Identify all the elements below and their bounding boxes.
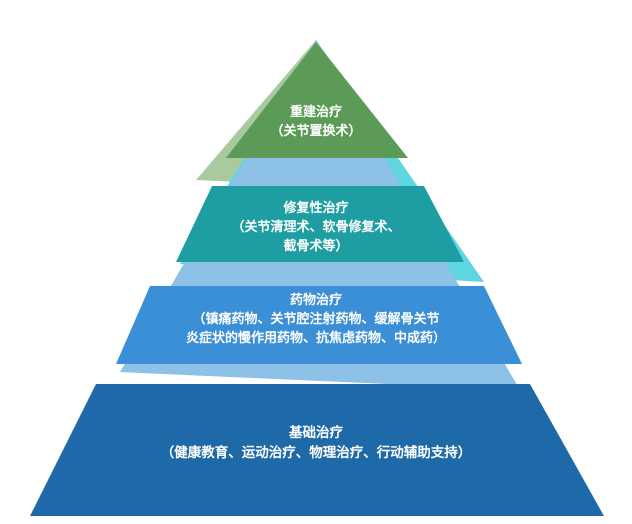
- tier-3-label: 药物治疗 （镇痛药物、关节腔注射药物、缓解骨关节 炎症状的慢作用药物、抗焦虑药物…: [108, 292, 524, 349]
- tier-3-title: 药物治疗: [289, 293, 342, 308]
- tier-2-shape: [176, 186, 464, 262]
- tier-4-detail: （健康教育、运动治疗、物理治疗、行动辅助支持）: [160, 444, 472, 461]
- tier-3-detail-line-2: 炎症状的慢作用药物、抗焦虑药物、中成药）: [185, 330, 446, 346]
- tier-1-title: 重建治疗: [289, 105, 342, 120]
- tier-1-label: 重建治疗 （关节置换术）: [216, 104, 416, 142]
- tier-4-label: 基础治疗 （健康教育、运动治疗、物理治疗、行动辅助支持）: [66, 424, 566, 463]
- tier-3-detail-line-1: （镇痛药物、关节腔注射药物、缓解骨关节: [192, 311, 440, 327]
- tier-2-label: 修复性治疗 （关节清理术、软骨修复术、 截骨术等）: [176, 200, 456, 257]
- tier-1-detail: （关节置换术）: [270, 123, 362, 139]
- tier-2-detail-line-1: （关节清理术、软骨修复术、: [231, 219, 401, 235]
- tier-3-shape: [116, 286, 522, 364]
- tier-4-title: 基础治疗: [289, 425, 343, 441]
- tier-2-detail-line-2: 截骨术等）: [283, 238, 349, 254]
- tier-1-shape: [226, 42, 408, 158]
- tier-4-shape: [30, 384, 604, 516]
- tier-2-title: 修复性治疗: [283, 201, 349, 216]
